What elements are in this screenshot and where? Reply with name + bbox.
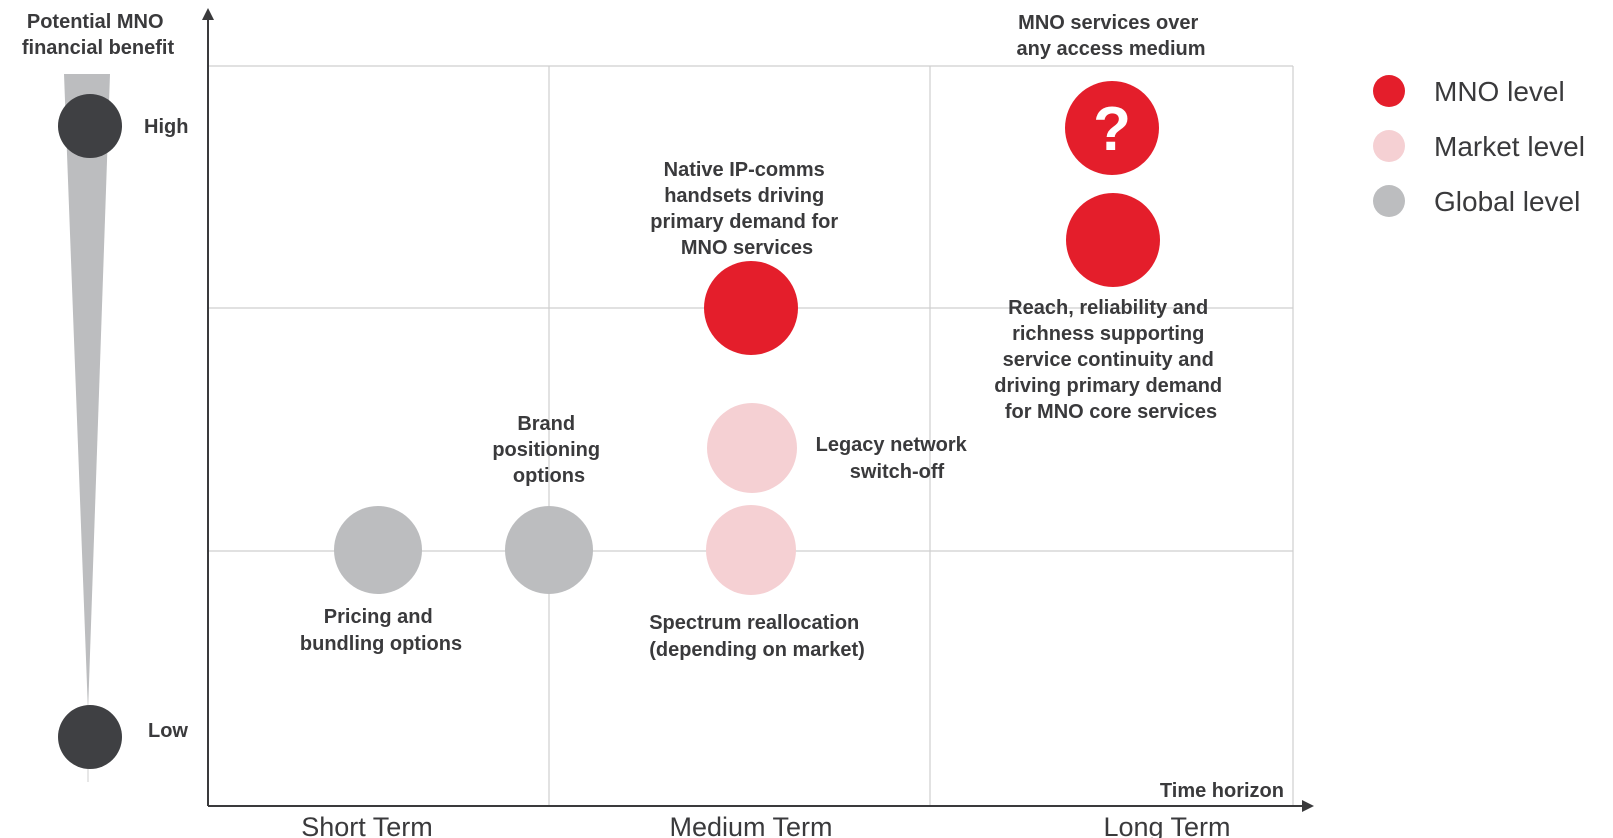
native-ip-node (704, 261, 798, 355)
any-access-node-label: MNO services over any access medium (1017, 12, 1206, 60)
legend-item-market: Market level (1373, 130, 1585, 162)
spectrum-node (706, 505, 796, 595)
spectrum-node-label-line: (depending on market) (649, 639, 865, 661)
pricing-node-label: Pricing and bundling options (300, 606, 462, 655)
legend-label: Market level (1434, 131, 1585, 162)
legend-label: MNO level (1434, 76, 1565, 107)
brand-node-label: Brand positioning options (492, 413, 605, 487)
brand-node-label-line: Brand (517, 413, 575, 435)
reach-node-label-line: driving primary demand (994, 375, 1222, 397)
y-axis-title: Potential MNO financial benefit (22, 11, 175, 59)
y-axis-title-line: financial benefit (22, 37, 175, 59)
spectrum-node-label: Spectrum reallocation (depending on mark… (649, 612, 865, 661)
brand-node-label-line: options (513, 465, 585, 487)
legend-dot (1373, 185, 1405, 217)
low-label: Low (148, 720, 188, 742)
y-axis-title-line: Potential MNO (27, 11, 164, 33)
reach-node-label-line: richness supporting (1012, 323, 1204, 345)
legend-dot (1373, 130, 1405, 162)
question-mark-icon: ? (1093, 95, 1131, 164)
pricing-node-label-line: bundling options (300, 633, 462, 655)
legend-item-global: Global level (1373, 185, 1580, 217)
pricing-node (334, 506, 422, 594)
reach-node (1066, 193, 1160, 287)
benefit-scale: Potential MNO financial benefit High Low (22, 11, 188, 782)
high-marker-dot (58, 94, 122, 158)
brand-node (505, 506, 593, 594)
spectrum-node-label-line: Spectrum reallocation (649, 612, 859, 634)
x-axis-title: Time horizon (1160, 780, 1284, 802)
term-label-long: Long Term (1103, 812, 1230, 838)
benefit-wedge (64, 74, 110, 712)
low-marker-dot (58, 705, 122, 769)
any-access-node-label-line: MNO services over (1018, 12, 1198, 34)
nodes: Pricing and bundling options Brand posit… (300, 12, 1227, 661)
legacy-node-label: Legacy network switch-off (816, 434, 973, 483)
pricing-node-label-line: Pricing and (324, 606, 433, 628)
reach-node-label-line: for MNO core services (1005, 401, 1217, 423)
legacy-node-label-line: Legacy network (816, 434, 968, 456)
legend-dot (1373, 75, 1405, 107)
any-access-node-label-line: any access medium (1017, 38, 1206, 60)
high-label: High (144, 116, 188, 138)
any-access-node (1065, 81, 1159, 175)
reach-node-label: Reach, reliability and richness supporti… (994, 297, 1227, 423)
legend-label: Global level (1434, 186, 1580, 217)
native-ip-node-label: Native IP-comms handsets driving primary… (650, 159, 843, 259)
reach-node-label-line: service continuity and (1003, 349, 1214, 371)
native-ip-node-label-line: MNO services (681, 237, 813, 259)
native-ip-node-label-line: handsets driving (664, 185, 824, 207)
native-ip-node-label-line: primary demand for (650, 211, 838, 233)
brand-node-label-line: positioning (492, 439, 600, 461)
legend-item-mno: MNO level (1373, 75, 1565, 107)
legend: MNO level Market level Global level (1373, 75, 1585, 217)
legacy-node (707, 403, 797, 493)
axes: Time horizon Short Term Medium Term Long… (202, 8, 1314, 838)
term-label-short: Short Term (301, 812, 433, 838)
legacy-node-label-line: switch-off (850, 461, 945, 483)
native-ip-node-label-line: Native IP-comms (664, 159, 825, 181)
reach-node-label-line: Reach, reliability and (1008, 297, 1208, 319)
term-label-medium: Medium Term (669, 812, 832, 838)
